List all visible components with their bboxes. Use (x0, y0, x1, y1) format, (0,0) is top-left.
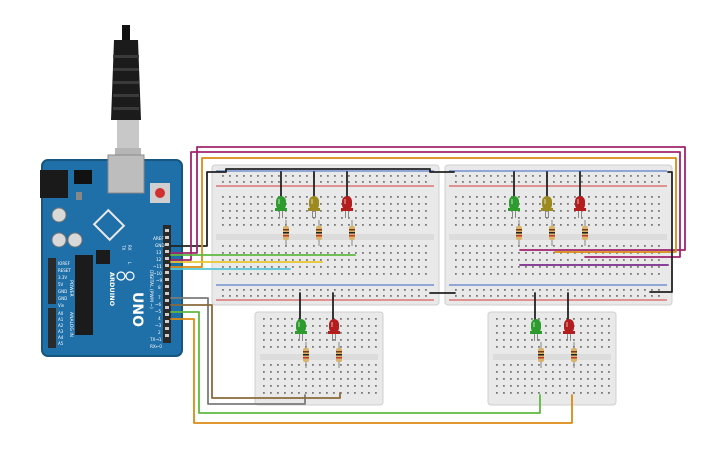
resistor-left-0 (283, 220, 289, 246)
5v-label: 5V (58, 282, 64, 287)
analog-header-label: ANALOG IN (68, 312, 74, 337)
3v3-label: 3.3V (58, 275, 67, 280)
usb-port (107, 154, 145, 194)
resistor-mini-right-1 (571, 342, 577, 368)
pin-11-label: ~11 (153, 264, 162, 269)
rx-label: RX (127, 245, 132, 251)
wire-gray (170, 297, 306, 405)
pin-12-label: 12 (156, 257, 162, 262)
resistor-mini-left-1 (336, 342, 342, 368)
arduino-uno-board: AREF GND 13 12 ~11 ~10 ~9 8 7 ~6 ~5 4 ~3… (40, 154, 183, 357)
breadboard-right (444, 164, 673, 306)
pin-8-label: 8 (158, 285, 161, 290)
led-green-right-0 (508, 196, 520, 218)
resistor-mini-right-0 (538, 342, 544, 368)
analog-header (48, 308, 56, 348)
reset-label: RESET (58, 268, 71, 273)
breadboard-left (211, 164, 440, 306)
digital-header-label: DIGITAL (PWM ~) (148, 270, 154, 309)
tx-label: TX (121, 244, 126, 250)
a3-label: A3 (58, 329, 64, 334)
led-yellow-right-1 (541, 196, 553, 218)
led-red-left-2 (341, 196, 353, 218)
led-green-left-0 (275, 196, 287, 218)
a4-label: A4 (58, 335, 64, 340)
a2-label: A2 (58, 323, 64, 328)
power-header-label: POWER (68, 280, 74, 297)
gnd-label-1: GND (58, 289, 67, 294)
wire-brown (170, 304, 341, 399)
resistor-mini-left-0 (303, 342, 309, 368)
microcontroller-chip (75, 255, 93, 335)
wire-black-gnd (170, 168, 455, 247)
arduino-brand: ARDUINO (108, 272, 116, 307)
resistor-right-1 (549, 220, 555, 246)
pin-13-label: 13 (156, 250, 162, 255)
power-jack (40, 170, 68, 198)
a0-label: A0 (58, 311, 64, 316)
resistor-left-1 (316, 220, 322, 246)
pin-9-label: ~9 (156, 278, 163, 283)
wire-green-bottom (170, 311, 541, 414)
components (275, 196, 588, 368)
pin-10-label: ~10 (153, 271, 162, 276)
pin-2-label: 2 (158, 330, 161, 335)
mini-breadboard-left (254, 311, 384, 406)
power-header (48, 258, 56, 304)
pin-6-label: ~6 (155, 302, 162, 307)
wire-magenta-top (170, 146, 686, 254)
wire-orange-top (170, 157, 677, 268)
wire-orange-bottom (170, 318, 573, 424)
pin-1-label: TX→1 (149, 337, 162, 342)
usb-cable (111, 25, 141, 158)
resistor-right-2 (582, 220, 588, 246)
led-yellow-left-1 (308, 196, 320, 218)
resistor-left-2 (349, 220, 355, 246)
l-led-label: L (127, 262, 132, 265)
gnd-label: GND (155, 243, 165, 248)
pin-3-label: ~3 (155, 323, 162, 328)
led-red-mini-left-1 (328, 319, 340, 341)
vin-label: Vin (58, 303, 65, 308)
uno-label: UNO (129, 292, 145, 327)
pin-4-label: 4 (158, 316, 161, 321)
pin-5-label: ~5 (155, 309, 162, 314)
a5-label: A5 (58, 341, 64, 346)
mini-breadboard-right (487, 311, 617, 406)
wire-magenta-top-2 (170, 151, 681, 261)
a1-label: A1 (58, 317, 64, 322)
wire-black-right-gnd (649, 171, 673, 293)
led-green-mini-left-0 (295, 319, 307, 341)
breadboard-holes (222, 175, 660, 394)
led-red-right-2 (574, 196, 586, 218)
aref-label: AREF (153, 236, 164, 241)
led-green-mini-right-0 (530, 319, 542, 341)
gnd-label-2: GND (58, 296, 67, 301)
pin-0-label: RX←0 (150, 344, 162, 349)
arduino-logo (116, 271, 135, 281)
pin-7-label: 7 (158, 295, 161, 300)
resistor-right-0 (516, 220, 522, 246)
digital-header (163, 225, 171, 343)
ioref-label: IOREF (58, 261, 71, 266)
led-red-mini-right-1 (563, 319, 575, 341)
